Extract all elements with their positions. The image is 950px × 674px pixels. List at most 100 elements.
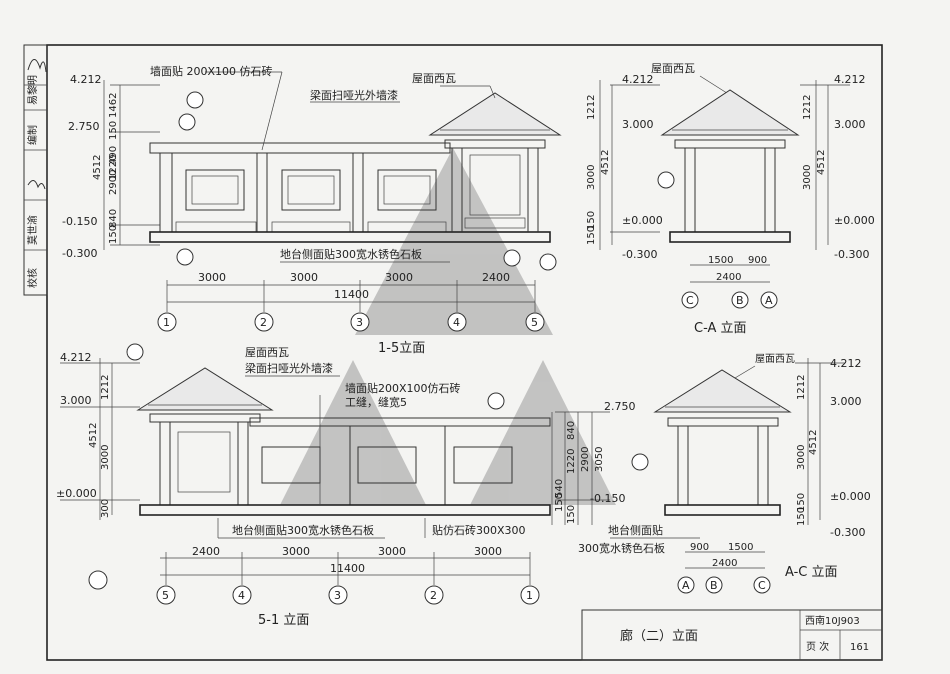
- note: 贴仿石砖300X300: [432, 523, 526, 537]
- dim-label: 3050: [594, 447, 605, 472]
- axis-bubble: [424, 585, 444, 605]
- detail-callout: [503, 249, 521, 267]
- level-label: -0.300: [830, 526, 865, 539]
- level-label: ±0.000: [622, 214, 663, 227]
- level-label: ±0.000: [830, 490, 871, 503]
- detail-callout: [186, 91, 204, 109]
- dim-label: 2900: [580, 447, 591, 472]
- dim-total: 2400: [712, 558, 737, 569]
- axis-bubble: [681, 291, 699, 309]
- level-label: 4.212: [830, 357, 862, 370]
- axis-bubble: [520, 585, 540, 605]
- level-label: 2.750: [604, 400, 636, 413]
- axis-bubble: [760, 291, 778, 309]
- axis-bubble: [731, 291, 749, 309]
- level-label: ±0.000: [834, 214, 875, 227]
- dim-label: 150: [108, 121, 119, 140]
- axis-label: 5: [531, 316, 538, 329]
- level-label: -0.300: [62, 247, 97, 260]
- dim-label: 1212: [100, 375, 111, 400]
- title-block: 廊（二）立面 西南10J903 页 次 161: [581, 609, 883, 661]
- note: 工缝，缝宽5: [345, 395, 407, 409]
- dim-label: 4512: [88, 423, 99, 448]
- dim-label: 2400: [192, 545, 220, 558]
- level-label: -0.150: [62, 215, 97, 228]
- note: 墙面贴 200X100 仿石砖: [150, 64, 273, 78]
- signature-mark: [27, 180, 46, 190]
- dim-label: 1212: [802, 95, 813, 120]
- dim-total: 11400: [334, 288, 369, 301]
- axis-label: 2: [430, 589, 437, 602]
- detail-callout: [176, 248, 194, 266]
- sheet-title: 廊（二）立面: [620, 628, 698, 644]
- page-number: 161: [850, 642, 869, 653]
- dim-label: 3000: [796, 445, 807, 470]
- dim-label: 1212: [586, 95, 597, 120]
- dim-label: 3000: [385, 271, 413, 284]
- view-title: 1-5立面: [378, 341, 425, 356]
- axis-label: 4: [238, 589, 245, 602]
- dim-label: 4512: [808, 430, 819, 455]
- dim-label: 4512: [816, 150, 827, 175]
- dim-label: 3000: [100, 445, 111, 470]
- axis-label: 1: [526, 589, 533, 602]
- axis-bubble: [705, 576, 723, 594]
- elevation-C-A: 屋面西瓦 4.212 3.000 ±0.000 -0.300 1212 3000…: [586, 62, 875, 336]
- level-label: 4.212: [70, 73, 102, 86]
- level-label: ±0.000: [56, 487, 97, 500]
- atlas-code: 西南10J903: [805, 614, 860, 627]
- dim-label: 840: [108, 209, 119, 228]
- axis-label: 5: [162, 589, 169, 602]
- dim-label: 3000: [198, 271, 226, 284]
- level-label: -0.150: [590, 492, 625, 505]
- level-label: 4.212: [622, 73, 654, 86]
- dim-label: 900: [748, 255, 767, 266]
- dim-label: 540: [554, 479, 565, 498]
- detail-callout: [487, 392, 505, 410]
- axis-label: 3: [334, 589, 341, 602]
- sidebar-cell: 莫世渝: [26, 215, 39, 245]
- detail-callout: [88, 570, 108, 590]
- dim-label: 150: [566, 505, 577, 524]
- note: 屋面西瓦: [651, 62, 695, 75]
- signature-mark: [27, 59, 47, 73]
- note: 屋面西瓦: [755, 353, 795, 365]
- dim-label: 150: [586, 211, 597, 230]
- level-label: -0.300: [834, 248, 869, 261]
- dim-label: 150: [796, 507, 807, 526]
- sidebar-box: [23, 44, 48, 296]
- dim-label: 3000: [282, 545, 310, 558]
- dim-label: 4512: [92, 155, 103, 180]
- note: 梁面扫哑光外墙漆: [310, 88, 398, 102]
- dim-label: 2900: [108, 170, 119, 195]
- dim-label: 3000: [586, 165, 597, 190]
- note: 地台侧面贴: [608, 523, 663, 537]
- dim-label: 300: [100, 499, 111, 518]
- dim-label: 3000: [290, 271, 318, 284]
- axis-bubble: [753, 576, 771, 594]
- dim-label: 1500: [728, 542, 753, 553]
- level-label: -0.300: [622, 248, 657, 261]
- level-label: 3.000: [622, 118, 654, 131]
- dim-label: 1220: [566, 449, 577, 474]
- dim-label: 1220: [108, 155, 119, 180]
- dim-label: 1462: [108, 93, 119, 118]
- axis-label: 1: [163, 316, 170, 329]
- elevation-A-C: 屋面西瓦 4.212 3.000 ±0.000 -0.300 1212 3000…: [578, 353, 871, 594]
- dim-label: 150: [554, 493, 565, 512]
- axis-bubble: [156, 585, 176, 605]
- dim-label: 150: [108, 225, 119, 244]
- level-label: 4.212: [834, 73, 866, 86]
- note: 屋面西瓦: [412, 72, 456, 85]
- detail-callout: [539, 253, 557, 271]
- level-label: 3.000: [834, 118, 866, 131]
- sidebar-cell: 校核: [26, 268, 39, 288]
- note: 300宽水锈色石板: [578, 541, 665, 555]
- dim-label: 3000: [802, 165, 813, 190]
- axis-bubble: [157, 312, 177, 332]
- axis-bubble: [447, 312, 467, 332]
- detail-callout: [631, 453, 649, 471]
- axis-label: B: [736, 294, 744, 307]
- view-title: 5-1 立面: [258, 613, 309, 628]
